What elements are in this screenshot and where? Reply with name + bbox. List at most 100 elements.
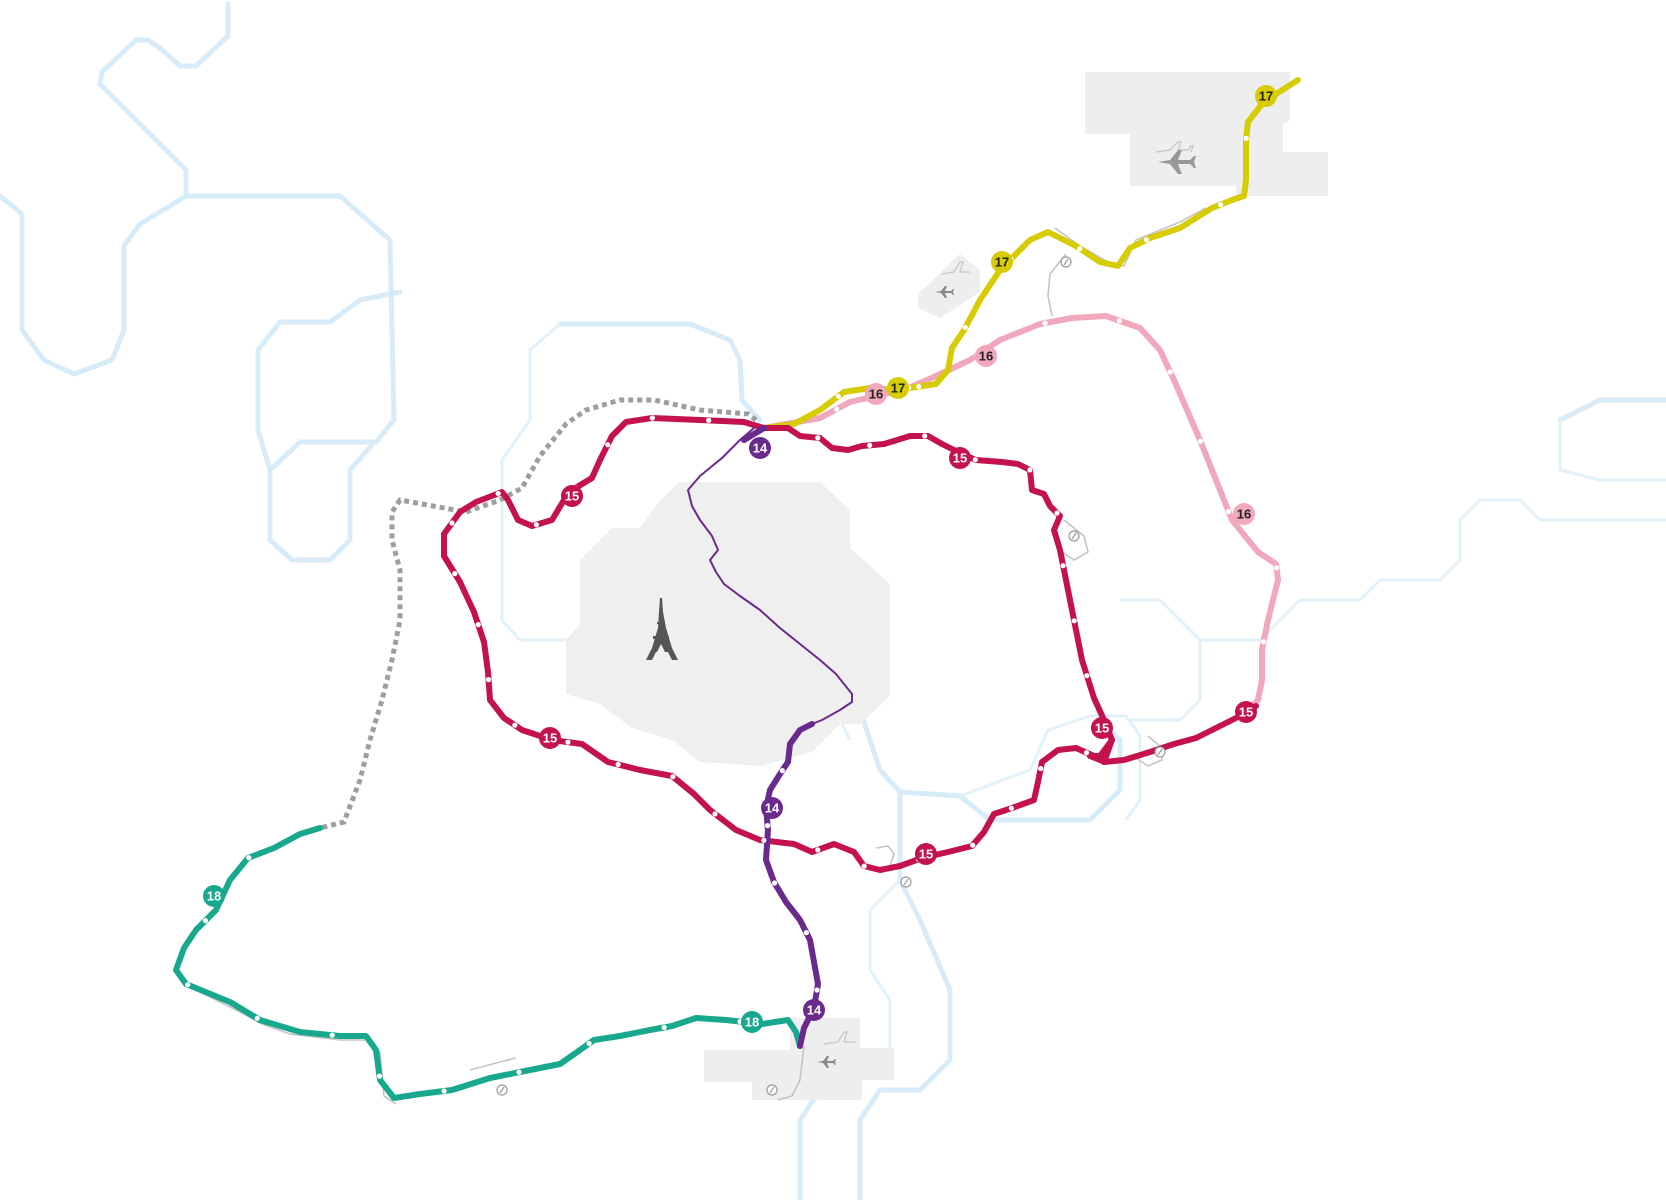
- airplane-icon: [935, 286, 954, 298]
- station-marker: [1273, 565, 1280, 571]
- station-marker: [972, 457, 978, 463]
- tgv-station-icon: [496, 1084, 508, 1096]
- svg-text:15: 15: [1239, 705, 1253, 720]
- line-14-badge: 14: [749, 437, 771, 459]
- orly-airport-zone: [704, 1018, 894, 1100]
- tgv-station-icon: [766, 1084, 778, 1096]
- station-marker: [970, 842, 976, 848]
- station-marker: [1143, 237, 1149, 243]
- svg-text:15: 15: [543, 731, 557, 746]
- station-marker: [1197, 438, 1204, 444]
- airplane-outline-icon: [823, 1031, 856, 1045]
- line-15-badge: 15: [539, 727, 561, 749]
- svg-text:16: 16: [869, 387, 883, 402]
- svg-text:17: 17: [1259, 89, 1273, 104]
- line-14-paris-section: [687, 427, 853, 725]
- paris-zone: [566, 482, 890, 766]
- svg-text:14: 14: [807, 1003, 822, 1018]
- station-marker: [861, 863, 867, 869]
- station-marker: [485, 677, 492, 683]
- station-marker: [1167, 369, 1173, 375]
- station-marker: [475, 622, 481, 628]
- station-marker: [533, 522, 540, 528]
- tgv-station-icon: [1068, 530, 1080, 542]
- station-marker: [1083, 750, 1090, 756]
- line-17-badge: 17: [887, 377, 909, 399]
- station-marker: [1084, 673, 1090, 679]
- station-marker: [1027, 467, 1033, 473]
- svg-text:16: 16: [979, 349, 993, 364]
- station-marker: [1038, 765, 1044, 772]
- station-marker: [922, 433, 928, 439]
- station-marker: [512, 722, 518, 728]
- station-marker: [516, 1069, 522, 1075]
- station-marker: [649, 415, 656, 421]
- svg-text:18: 18: [745, 1015, 759, 1030]
- station-marker: [916, 384, 922, 390]
- station-marker: [867, 442, 873, 448]
- svg-text:18: 18: [207, 889, 221, 904]
- line-15-badge: 15: [949, 447, 971, 469]
- station-marker: [814, 987, 820, 993]
- station-marker: [661, 1024, 667, 1030]
- station-marker: [605, 442, 611, 448]
- station-marker: [803, 930, 809, 936]
- line-badges: 17 17 17 16 16 16 15 15 15 15 15: [203, 85, 1277, 1033]
- station-marker: [1261, 639, 1267, 645]
- svg-text:15: 15: [1095, 721, 1109, 736]
- station-marker: [495, 490, 501, 497]
- station-marker: [765, 823, 771, 829]
- station-marker: [772, 880, 778, 886]
- airplane-icon: [1158, 150, 1196, 174]
- station-marker: [712, 811, 718, 817]
- line-15-east-branch: [1101, 703, 1259, 765]
- station-marker: [815, 847, 821, 853]
- station-marker: [779, 768, 785, 774]
- line-15-badge: 15: [915, 843, 937, 865]
- line-14-badge: 14: [803, 999, 825, 1021]
- line-15-east-link: [1087, 737, 1115, 763]
- station-marker: [1060, 563, 1066, 569]
- station-marker: [706, 417, 712, 423]
- station-marker: [835, 393, 841, 399]
- station-marker: [1243, 135, 1249, 141]
- station-marker: [815, 435, 821, 441]
- stations: [185, 135, 1280, 1094]
- station-marker: [565, 739, 571, 745]
- station-marker: [761, 837, 767, 844]
- tgv-station-icon: [1060, 256, 1072, 268]
- svg-text:14: 14: [765, 801, 780, 816]
- station-marker: [962, 324, 968, 331]
- station-marker: [1042, 320, 1048, 326]
- station-marker: [376, 1073, 383, 1079]
- cdg-airport-zone: [1085, 72, 1328, 196]
- station-marker: [1071, 618, 1077, 624]
- tgv-station-icon: [1154, 746, 1166, 758]
- station-marker: [202, 918, 208, 924]
- station-marker: [185, 982, 191, 988]
- le-bourget-airport-zone: [918, 254, 980, 318]
- station-marker: [1218, 202, 1224, 208]
- line-17-badge: 17: [991, 251, 1013, 273]
- airplane-outline-icon: [941, 261, 970, 275]
- line-15-badge: 15: [561, 485, 583, 507]
- station-marker: [586, 1040, 592, 1047]
- svg-text:15: 15: [953, 451, 967, 466]
- line-16-badge: 16: [1233, 503, 1255, 525]
- line-16-badge: 16: [975, 345, 997, 367]
- station-marker: [1054, 510, 1060, 516]
- station-marker: [1116, 318, 1122, 324]
- line-15-path: [441, 415, 1115, 873]
- airplane-outline-icon: [1155, 141, 1194, 153]
- station-marker: [452, 571, 458, 577]
- line-18-badge: 18: [741, 1011, 763, 1033]
- svg-text:16: 16: [1237, 507, 1251, 522]
- line-14-north-stub: [741, 425, 767, 443]
- station-marker: [1077, 246, 1083, 252]
- station-marker: [615, 761, 621, 768]
- line-15-badge: 15: [1091, 717, 1113, 739]
- zones: [566, 72, 1328, 1100]
- station-marker: [254, 1015, 260, 1021]
- line-18-badge: 18: [203, 885, 225, 907]
